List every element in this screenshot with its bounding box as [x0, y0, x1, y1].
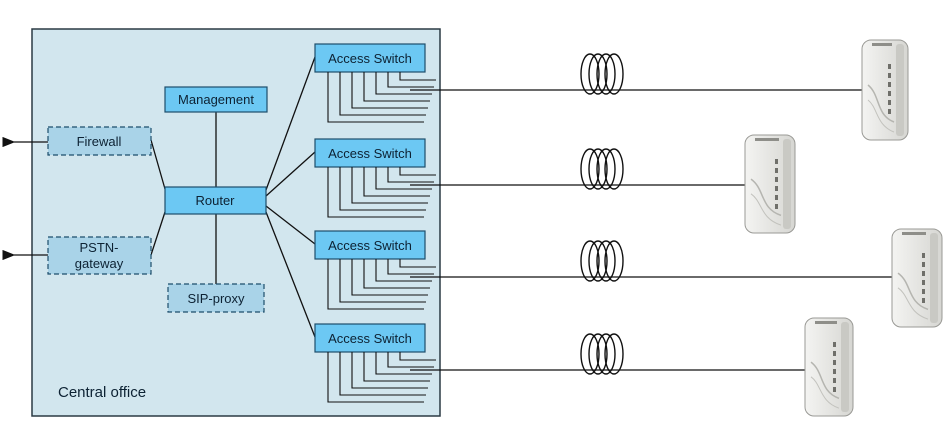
- switch-port-lines: [327, 72, 436, 123]
- pstn-gateway-node: PSTN-gateway: [47, 236, 152, 275]
- access-switch-label: Access Switch: [328, 51, 412, 66]
- access-switch: Access Switch: [314, 317, 854, 417]
- firewall-node: Firewall: [47, 126, 152, 156]
- switch-port-lines: [327, 352, 436, 403]
- customer-premises-device-icon: [804, 317, 854, 417]
- sip-proxy-label: SIP-proxy: [187, 291, 245, 306]
- switch-port-lines: [327, 167, 436, 218]
- pstn-gateway-label: PSTN-gateway: [75, 240, 124, 271]
- fiber-coil-icon: [580, 53, 624, 95]
- fiber-coil-icon: [580, 333, 624, 375]
- customer-premises-device-icon: [861, 39, 909, 141]
- access-switch: Access Switch: [314, 39, 909, 141]
- router-node: Router: [164, 186, 267, 215]
- fiber-coil-icon: [580, 240, 624, 282]
- access-switch-label: Access Switch: [328, 331, 412, 346]
- access-switch: Access Switch: [314, 134, 796, 234]
- customer-premises-device-icon: [891, 228, 943, 328]
- switch-port-lines: [327, 259, 436, 310]
- fiber-coil-icon: [580, 148, 624, 190]
- firewall-label: Firewall: [77, 134, 122, 149]
- sip-proxy-node: SIP-proxy: [167, 283, 265, 313]
- router-label: Router: [195, 193, 235, 208]
- management-label: Management: [178, 92, 254, 107]
- customer-premises-device-icon: [744, 134, 796, 234]
- access-switch-label: Access Switch: [328, 238, 412, 253]
- management-node: Management: [164, 86, 268, 113]
- access-switch: Access Switch: [314, 228, 943, 328]
- router-links: [150, 56, 316, 338]
- access-switch-label: Access Switch: [328, 146, 412, 161]
- central-office-label: Central office: [58, 384, 146, 401]
